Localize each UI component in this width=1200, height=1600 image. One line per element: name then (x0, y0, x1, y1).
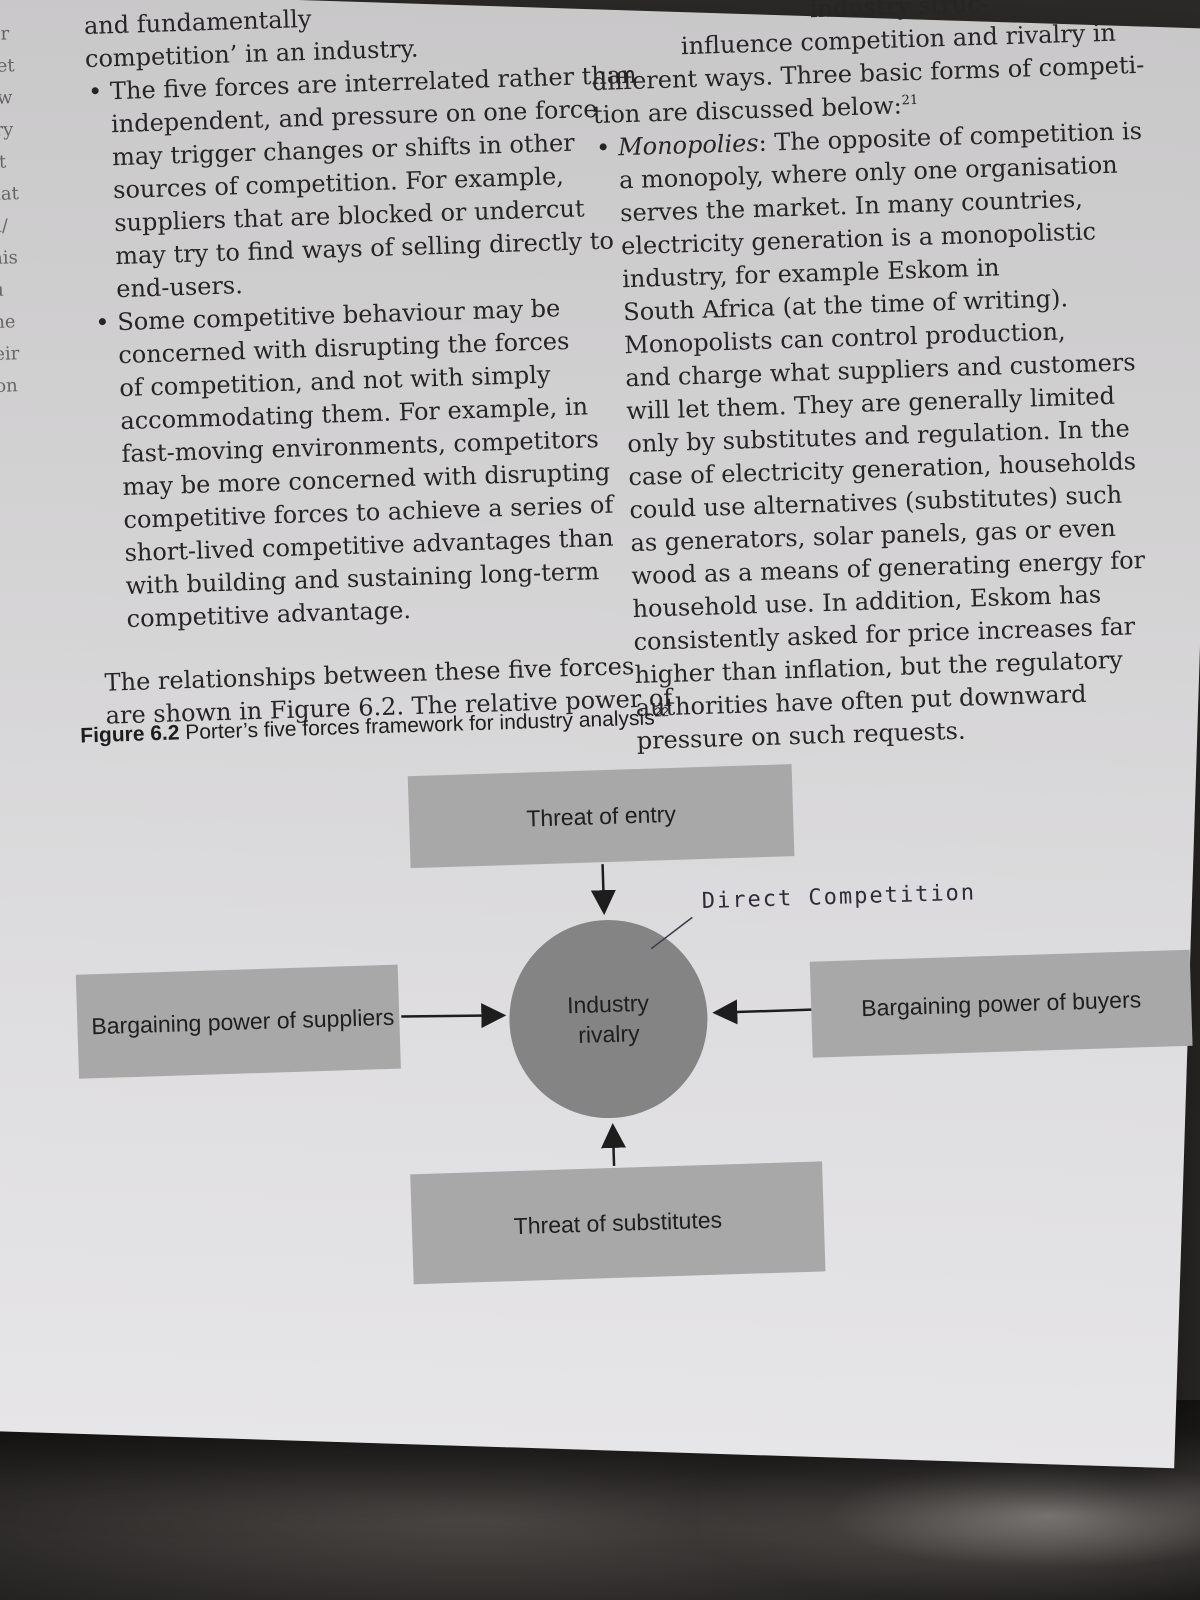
margin-fragment: his (0, 247, 19, 270)
footnote-ref: 21 (901, 92, 919, 109)
rivalry-label-line: rivalry (577, 1020, 640, 1048)
right-text-column: industry struc- influence competition an… (589, 0, 1146, 759)
bullet-icon: • (94, 308, 110, 337)
supplier-power-box: Bargaining power of suppliers (75, 964, 401, 1079)
margin-fragment: on (0, 375, 19, 397)
buyer-power-box: Bargaining power of buyers (809, 949, 1193, 1058)
handwritten-note: Direct Competition (701, 880, 977, 915)
monopolies-term: Monopolies (617, 128, 760, 162)
margin-fragment: he (0, 311, 16, 334)
margin-fragment: hat (0, 183, 20, 206)
facing-page-margin: ier pet ow try at hat d/his u he eir on (0, 18, 26, 403)
arrow-from-entry (590, 864, 616, 916)
arrow-from-buyers (712, 999, 812, 1025)
threat-of-substitutes-box: Threat of substitutes (410, 1161, 826, 1285)
figure-number: Figure 6.2 (79, 721, 180, 748)
threat-of-entry-box: Threat of entry (407, 764, 795, 869)
rivalry-label-line: Industry (566, 989, 650, 1019)
margin-fragment: at (0, 151, 7, 174)
figure-footnote: 22 (654, 703, 670, 720)
margin-fragment: eir (0, 343, 20, 365)
bullet-icon: • (595, 133, 611, 162)
arrow-from-suppliers (401, 1003, 507, 1029)
margin-fragment: d/ (0, 215, 9, 238)
margin-fragment: u (0, 279, 5, 302)
margin-fragment: try (0, 119, 14, 142)
margin-fragment: pet (0, 55, 15, 78)
margin-fragment: ier (0, 23, 10, 46)
industry-rivalry-circle: Industry rivalry (506, 916, 711, 1122)
margin-fragment: ow (0, 87, 13, 110)
arrow-from-substitutes (601, 1122, 626, 1166)
bullet-icon: • (87, 77, 103, 106)
